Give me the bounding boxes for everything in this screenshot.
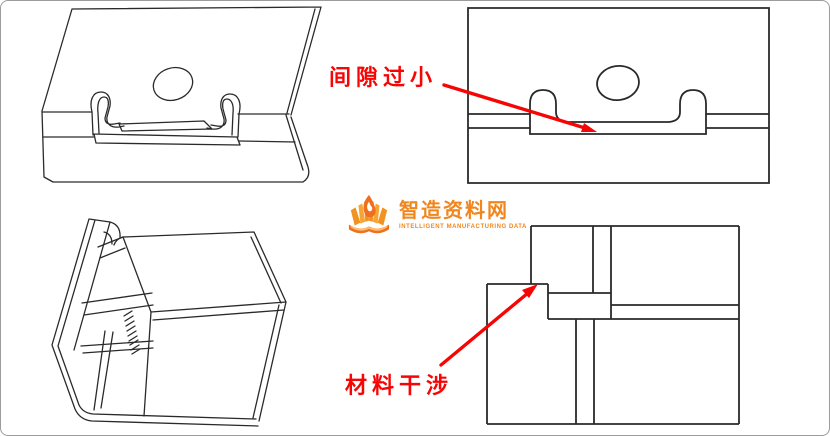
slot-front-band — [93, 133, 241, 146]
blend-hatch — [123, 310, 141, 355]
interference-arrow-line — [439, 291, 530, 367]
hole-ellipse-iso — [152, 66, 194, 102]
left-hook-tab — [90, 91, 125, 136]
plate-groove-lines — [41, 111, 296, 143]
watermark-title: 智造资料网 — [399, 200, 509, 222]
watermark-text: 智造资料网 INTELLIGENT MANUFACTURING DATA — [399, 200, 527, 230]
book-flame-icon — [348, 194, 390, 234]
channel-lines — [468, 113, 769, 129]
slot-floor — [118, 120, 213, 132]
watermark-logo: 智造资料网 INTELLIGENT MANUFACTURING DATA — [347, 193, 527, 237]
interference-arrow-head — [522, 284, 538, 298]
material-interference-label: 材料干涉 — [345, 373, 454, 398]
gap-arrow — [442, 83, 597, 132]
gap-arrow-line — [442, 83, 587, 130]
right-hook-tab — [206, 93, 241, 138]
iso-view-slotted-plate — [41, 6, 322, 183]
hole-ellipse-2d — [596, 65, 640, 101]
insert-tub-profile — [529, 89, 707, 135]
plate-outline — [41, 6, 322, 183]
iso-view-open-box — [51, 218, 287, 427]
hinge-corner-lines — [93, 221, 121, 411]
section-outer-rect — [467, 7, 770, 184]
cross-section-lines — [486, 225, 740, 425]
gap-arrow-head — [581, 123, 597, 132]
gap-too-small-label: 间隙过小 — [329, 65, 438, 90]
box-top-face — [122, 231, 287, 313]
side-wall-rails — [80, 236, 154, 354]
front-section-view — [467, 7, 770, 184]
interference-arrow — [439, 284, 538, 367]
box-edge-lines — [113, 236, 287, 422]
cross-section-view — [486, 225, 740, 425]
watermark-subtitle: INTELLIGENT MANUFACTURING DATA — [399, 224, 527, 230]
lid-plate-lines — [51, 218, 259, 427]
